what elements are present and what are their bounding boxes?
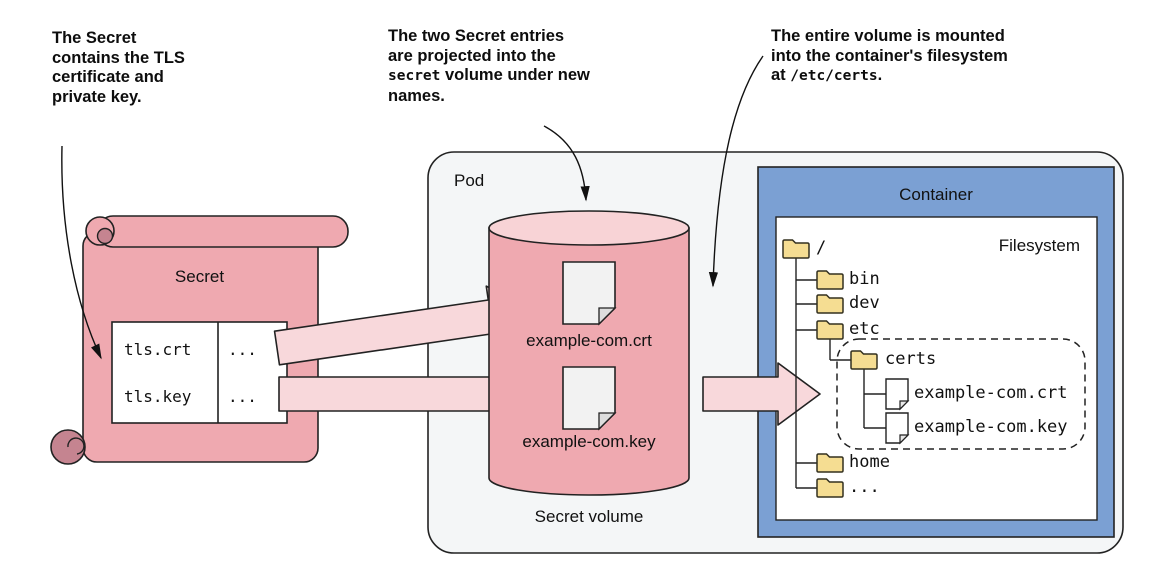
secret-entry-value-key: ... xyxy=(228,387,257,406)
callout-mount: The entire volume is mounted into the co… xyxy=(771,27,1111,87)
scroll-top-curl-inner xyxy=(96,227,114,245)
tree-label-etc: etc xyxy=(849,319,880,339)
callout-mount-line3-post: . xyxy=(877,66,883,84)
callout-projection-line1: The two Secret entries xyxy=(388,27,565,45)
callout-projection-line3-rest: volume under new xyxy=(440,66,590,84)
volume-file-icon-key xyxy=(562,366,616,430)
folder-icon-bin xyxy=(816,270,844,290)
volume-file-icon-crt xyxy=(562,261,616,325)
folder-icon-dev xyxy=(816,294,844,314)
filesystem-label: Filesystem xyxy=(998,236,1080,255)
callout-mount-line3-pre: at xyxy=(771,66,791,84)
callout-secret-line2: contains the TLS xyxy=(52,48,185,67)
folder-icon-home xyxy=(816,453,844,473)
callout-arrow-secret xyxy=(61,145,102,360)
callout-secret-line4: private key. xyxy=(52,87,142,106)
tree-label-home: home xyxy=(849,452,890,472)
tree-file-icon-key xyxy=(885,412,909,444)
folder-icon-ellipsis xyxy=(816,478,844,498)
callout-projection-line4: names. xyxy=(388,86,445,105)
mount-arrow xyxy=(702,362,821,426)
pod-label: Pod xyxy=(454,171,485,190)
secret-entry-key-key: tls.key xyxy=(124,387,192,406)
tree-label-ellipsis: ... xyxy=(849,477,880,497)
secret-scroll xyxy=(50,215,349,465)
secret-title: Secret xyxy=(174,267,225,286)
scroll-top-roll xyxy=(97,215,349,248)
tree-label-dev: dev xyxy=(849,293,880,313)
callout-projection-line3: secret volume under new xyxy=(388,66,678,87)
callout-projection-code: secret xyxy=(388,68,441,84)
secret-table xyxy=(111,321,288,424)
callout-secret: The Secret contains the TLS certificate … xyxy=(52,29,222,107)
folder-icon-etc xyxy=(816,320,844,340)
callout-arrow-mount xyxy=(708,55,764,288)
callout-mount-line2: into the container's filesystem xyxy=(771,46,1008,65)
secret-entry-value-crt: ... xyxy=(228,340,257,359)
secret-volume-cylinder xyxy=(488,210,690,496)
tree-file-icon-crt xyxy=(885,378,909,410)
secret-entry-key-crt: tls.crt xyxy=(124,340,192,359)
callout-projection: The two Secret entries are projected int… xyxy=(388,27,678,106)
callout-secret-line3: certificate and xyxy=(52,68,164,86)
volume-caption: Secret volume xyxy=(534,507,644,526)
folder-icon-certs xyxy=(850,350,878,370)
tree-label-example-com-key: example-com.key xyxy=(914,417,1068,437)
scroll-bottom-curl-spiral xyxy=(67,437,85,455)
folder-icon-root xyxy=(782,239,810,259)
container-label: Container xyxy=(899,185,973,204)
certs-dashed-outline xyxy=(836,338,1086,450)
callout-mount-code: /etc/certs xyxy=(790,68,878,84)
tree-label-example-com-crt: example-com.crt xyxy=(914,383,1068,403)
callout-mount-line3: at /etc/certs. xyxy=(771,66,1111,87)
callout-arrow-projection xyxy=(543,125,590,202)
tree-connector-lines xyxy=(795,258,886,489)
cylinder-top xyxy=(488,210,690,246)
volume-file-label-key: example-com.key xyxy=(522,432,656,451)
volume-file-label-crt: example-com.crt xyxy=(526,331,652,350)
tree-label-root: / xyxy=(816,238,827,258)
callout-secret-line1: The Secret xyxy=(52,29,137,47)
filesystem-box xyxy=(775,216,1098,521)
tree-label-certs: certs xyxy=(885,349,937,369)
callout-projection-line2: are projected into the xyxy=(388,46,556,65)
tree-label-bin: bin xyxy=(849,269,880,289)
cylinder-body xyxy=(488,227,690,496)
callout-mount-line1: The entire volume is mounted xyxy=(771,27,1005,45)
